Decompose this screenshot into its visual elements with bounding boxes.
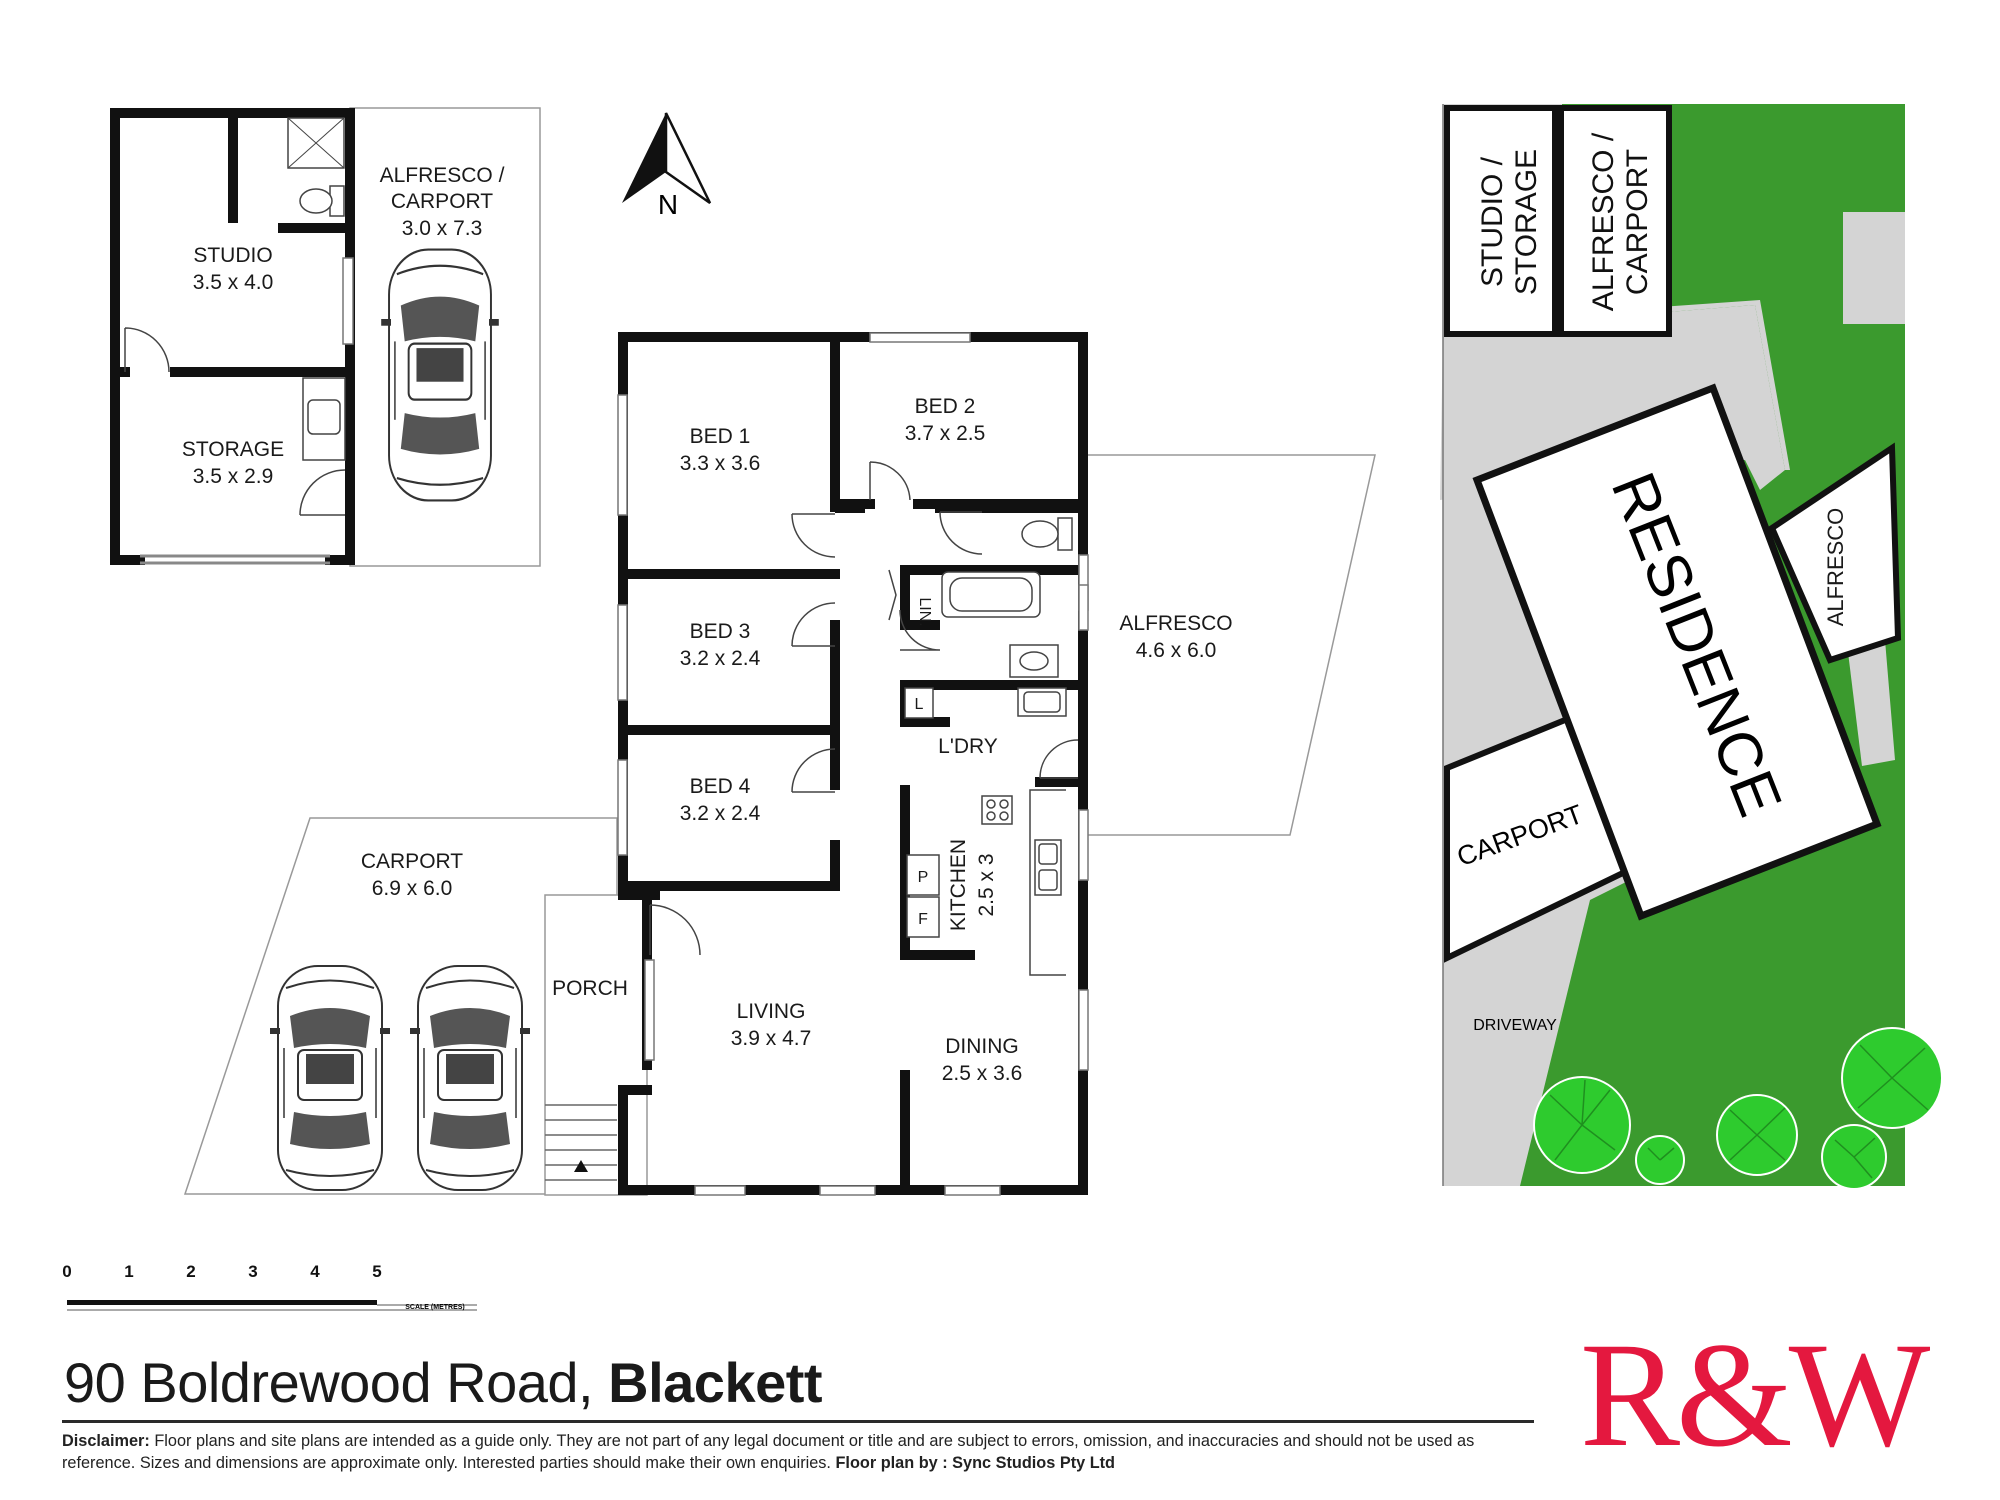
trees [1533,1027,1943,1190]
alfresco-dims: 4.6 x 6.0 [1136,639,1217,662]
scale-tick: 2 [186,1262,195,1281]
porch-steps [545,1104,617,1181]
pantry-label: P [918,869,929,886]
outbuilding [110,107,541,567]
linen-small-label: L [915,696,924,713]
site-alfresco-carport-line2: CARPORT [1621,149,1654,295]
storage-dims: 3.5 x 2.9 [193,465,274,488]
living-dims: 3.9 x 4.7 [731,1027,812,1050]
cooktop-icon [981,795,1013,825]
toilet-icon [1057,517,1073,551]
bed3-name: BED 3 [690,620,751,643]
credit-label: Floor plan by : [835,1454,948,1472]
site-plan [1440,104,1943,1190]
carport-name: CARPORT [361,850,463,873]
disclaimer-text: Floor plans and site plans are intended … [62,1432,1475,1472]
site-alfresco-carport [1558,105,1672,337]
site-alfresco-label: ALFRESCO [1823,508,1848,627]
scale-tick: 3 [248,1262,257,1281]
sink-icon [302,377,346,461]
scale-caption: SCALE (METRES) [405,1304,465,1311]
scale-tick: 0 [62,1262,71,1281]
north-arrow-icon [622,112,712,205]
site-studio-storage-line1: STUDIO / [1476,156,1509,287]
entry-arrow-icon [574,1160,588,1172]
bed2-name: BED 2 [915,395,976,418]
scale-tick: 1 [124,1262,133,1281]
car-icon [269,965,391,1191]
disclaimer: Disclaimer: Floor plans and site plans a… [62,1430,1542,1474]
linen-box [904,687,934,719]
kitchen-name: KITCHEN [947,839,970,931]
scale-tick: 4 [310,1262,320,1281]
porch-name: PORCH [552,977,628,1000]
bed4-dims: 3.2 x 2.4 [680,802,761,825]
alfresco-carport-dims: 3.0 x 7.3 [402,217,483,240]
kitchen-dims: 2.5 x 3 [975,853,998,916]
address-suburb: Blackett [608,1351,823,1414]
site-driveway-label: DRIVEWAY [1473,1017,1557,1034]
pantry-box [906,854,940,896]
credit-name: Sync Studios Pty Ltd [952,1454,1116,1472]
linen-label: LIN. [916,597,933,626]
studio-name: STUDIO [193,244,272,267]
door-swing [124,327,170,373]
car-icon [409,965,531,1191]
bed1-dims: 3.3 x 3.6 [680,452,761,475]
door-swing [299,469,346,516]
bed4-name: BED 4 [690,775,751,798]
bed2-dims: 3.7 x 2.5 [905,422,986,445]
window [342,257,354,345]
dining-name: DINING [945,1035,1019,1058]
door-swings [649,461,1079,956]
bathroom-fixtures [888,517,1073,717]
site-alfresco [1768,442,1902,664]
living-name: LIVING [737,1000,806,1023]
alfresco-carport-name-line2: CARPORT [391,190,493,213]
alfresco-name: ALFRESCO [1119,612,1232,635]
north-label: N [658,189,678,220]
site-studio-storage [1444,105,1558,337]
windows [617,332,1089,1196]
bed1-name: BED 1 [690,425,751,448]
disclaimer-label: Disclaimer: [62,1432,150,1450]
alfresco-outline [1084,454,1376,836]
scale-bar: 0 1 2 3 4 5 SCALE (METRES) [62,1262,477,1311]
shed [1843,212,1905,324]
site-residence [1472,383,1882,921]
storage-name: STORAGE [182,438,284,461]
fridge-box [906,896,940,938]
site-studio-storage-line2: STORAGE [1510,149,1543,295]
fridge-label: F [918,911,928,928]
property-address: 90 Boldrewood Road, Blackett [64,1350,823,1415]
agency-logo: R&W [1580,1312,1930,1478]
site-alfresco-carport-line1: ALFRESCO / [1587,132,1620,311]
toilet-icon [299,185,345,217]
bed3-dims: 3.2 x 2.4 [680,647,761,670]
carport-dims: 6.9 x 6.0 [372,877,453,900]
alfresco-carport-name-line1: ALFRESCO / [380,164,505,187]
studio-dims: 3.5 x 4.0 [193,271,274,294]
divider [62,1420,1534,1423]
address-street: 90 Boldrewood Road, [64,1351,594,1414]
scale-tick: 5 [372,1262,381,1281]
car-icon [380,248,500,502]
dining-dims: 2.5 x 3.6 [942,1062,1023,1085]
porch-outline [544,894,648,1196]
outbuilding-walls [110,108,355,565]
laundry-name: L'DRY [938,735,998,758]
kitchen-fixtures [904,687,1066,976]
